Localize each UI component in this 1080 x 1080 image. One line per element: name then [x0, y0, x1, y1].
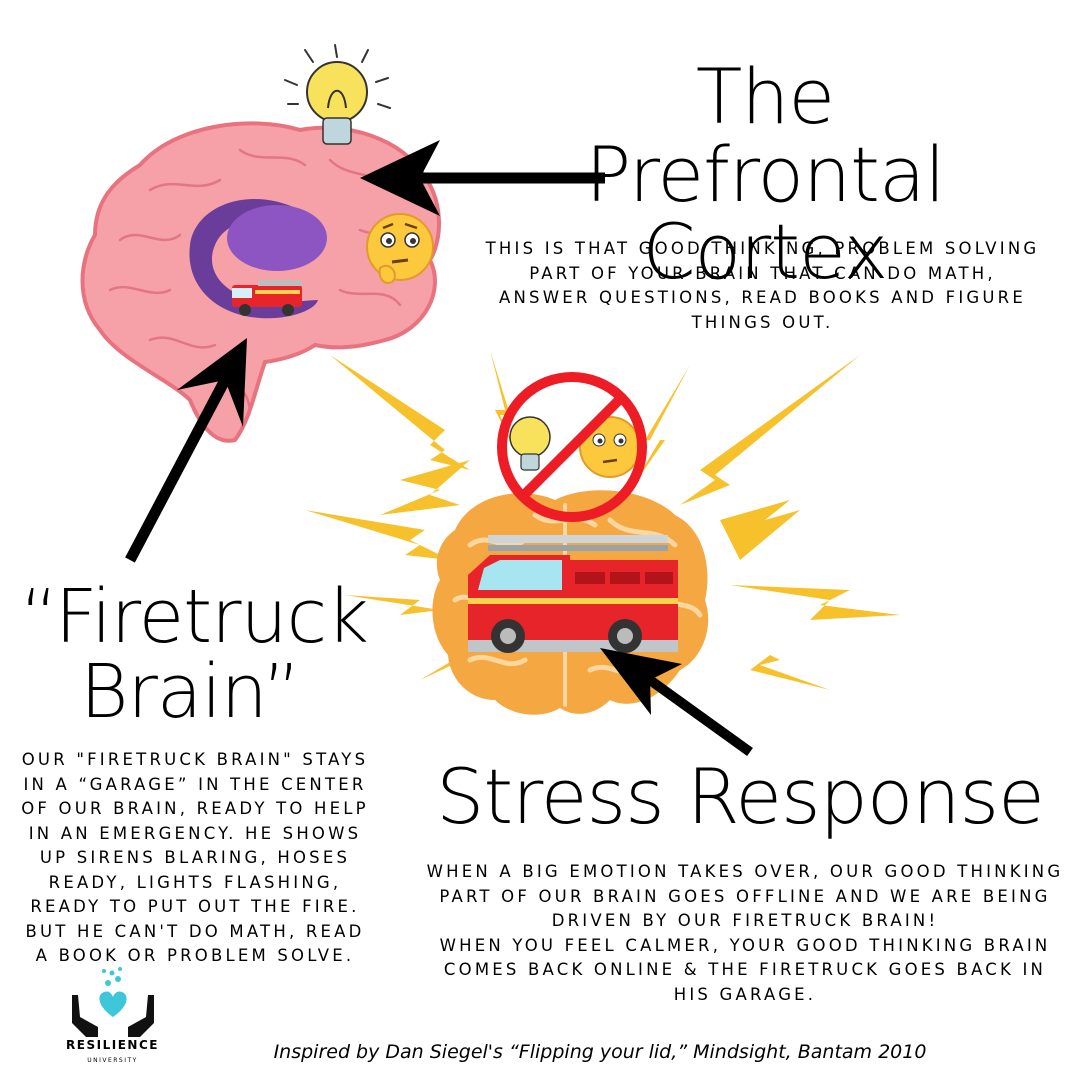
firetruck-title-line2: Brain”	[80, 649, 301, 736]
firetruck-icon	[468, 535, 678, 653]
stress-response-description: WHEN A BIG EMOTION TAKES OVER, OUR GOOD …	[425, 860, 1065, 1007]
stress-description-line2: WHEN YOU FEEL CALMER, YOUR GOOD THINKING…	[439, 935, 1051, 1004]
limbic-center	[227, 205, 327, 271]
firetruck-brain-title: “Firetruck Brain”	[20, 574, 369, 736]
prefrontal-title-line1: The Prefrontal	[585, 52, 945, 219]
footer-citation: Inspired by Dan Siegel's “Flipping your …	[273, 1041, 927, 1063]
prefrontal-title-line2: Cortex	[642, 207, 888, 297]
prefrontal-description: THIS IS THAT GOOD THINKING, PROBLEM SOLV…	[485, 239, 1040, 332]
limbic-ring	[189, 198, 318, 319]
logo-name: RESILIENCE	[66, 1038, 159, 1052]
firetruck-brain-description: OUR "FIRETRUCK BRAIN" STAYS IN A “GARAGE…	[21, 750, 369, 965]
firetruck-title-line1: “Firetruck	[20, 574, 369, 660]
arrow-to-firetruck-brain	[125, 338, 247, 563]
logo-subtitle: UNIVERSITY	[87, 1057, 138, 1064]
no-sign-icon	[497, 372, 647, 522]
prefrontal-title: The Prefrontal Cortex	[505, 58, 1025, 291]
stress-response-title: Stress Response	[436, 752, 1045, 841]
arrow-to-prefrontal	[360, 140, 605, 216]
thinking-face-icon	[579, 416, 641, 478]
hands-heart-icon	[72, 967, 154, 1037]
lightbulb-icon	[284, 44, 391, 145]
thinking-face-icon	[366, 213, 434, 284]
lightbulb-icon	[509, 416, 551, 471]
stress-description-line1: WHEN A BIG EMOTION TAKES OVER, OUR GOOD …	[426, 862, 1064, 930]
arrow-to-firetruck	[600, 648, 753, 757]
small-firetruck-icon	[232, 280, 302, 316]
